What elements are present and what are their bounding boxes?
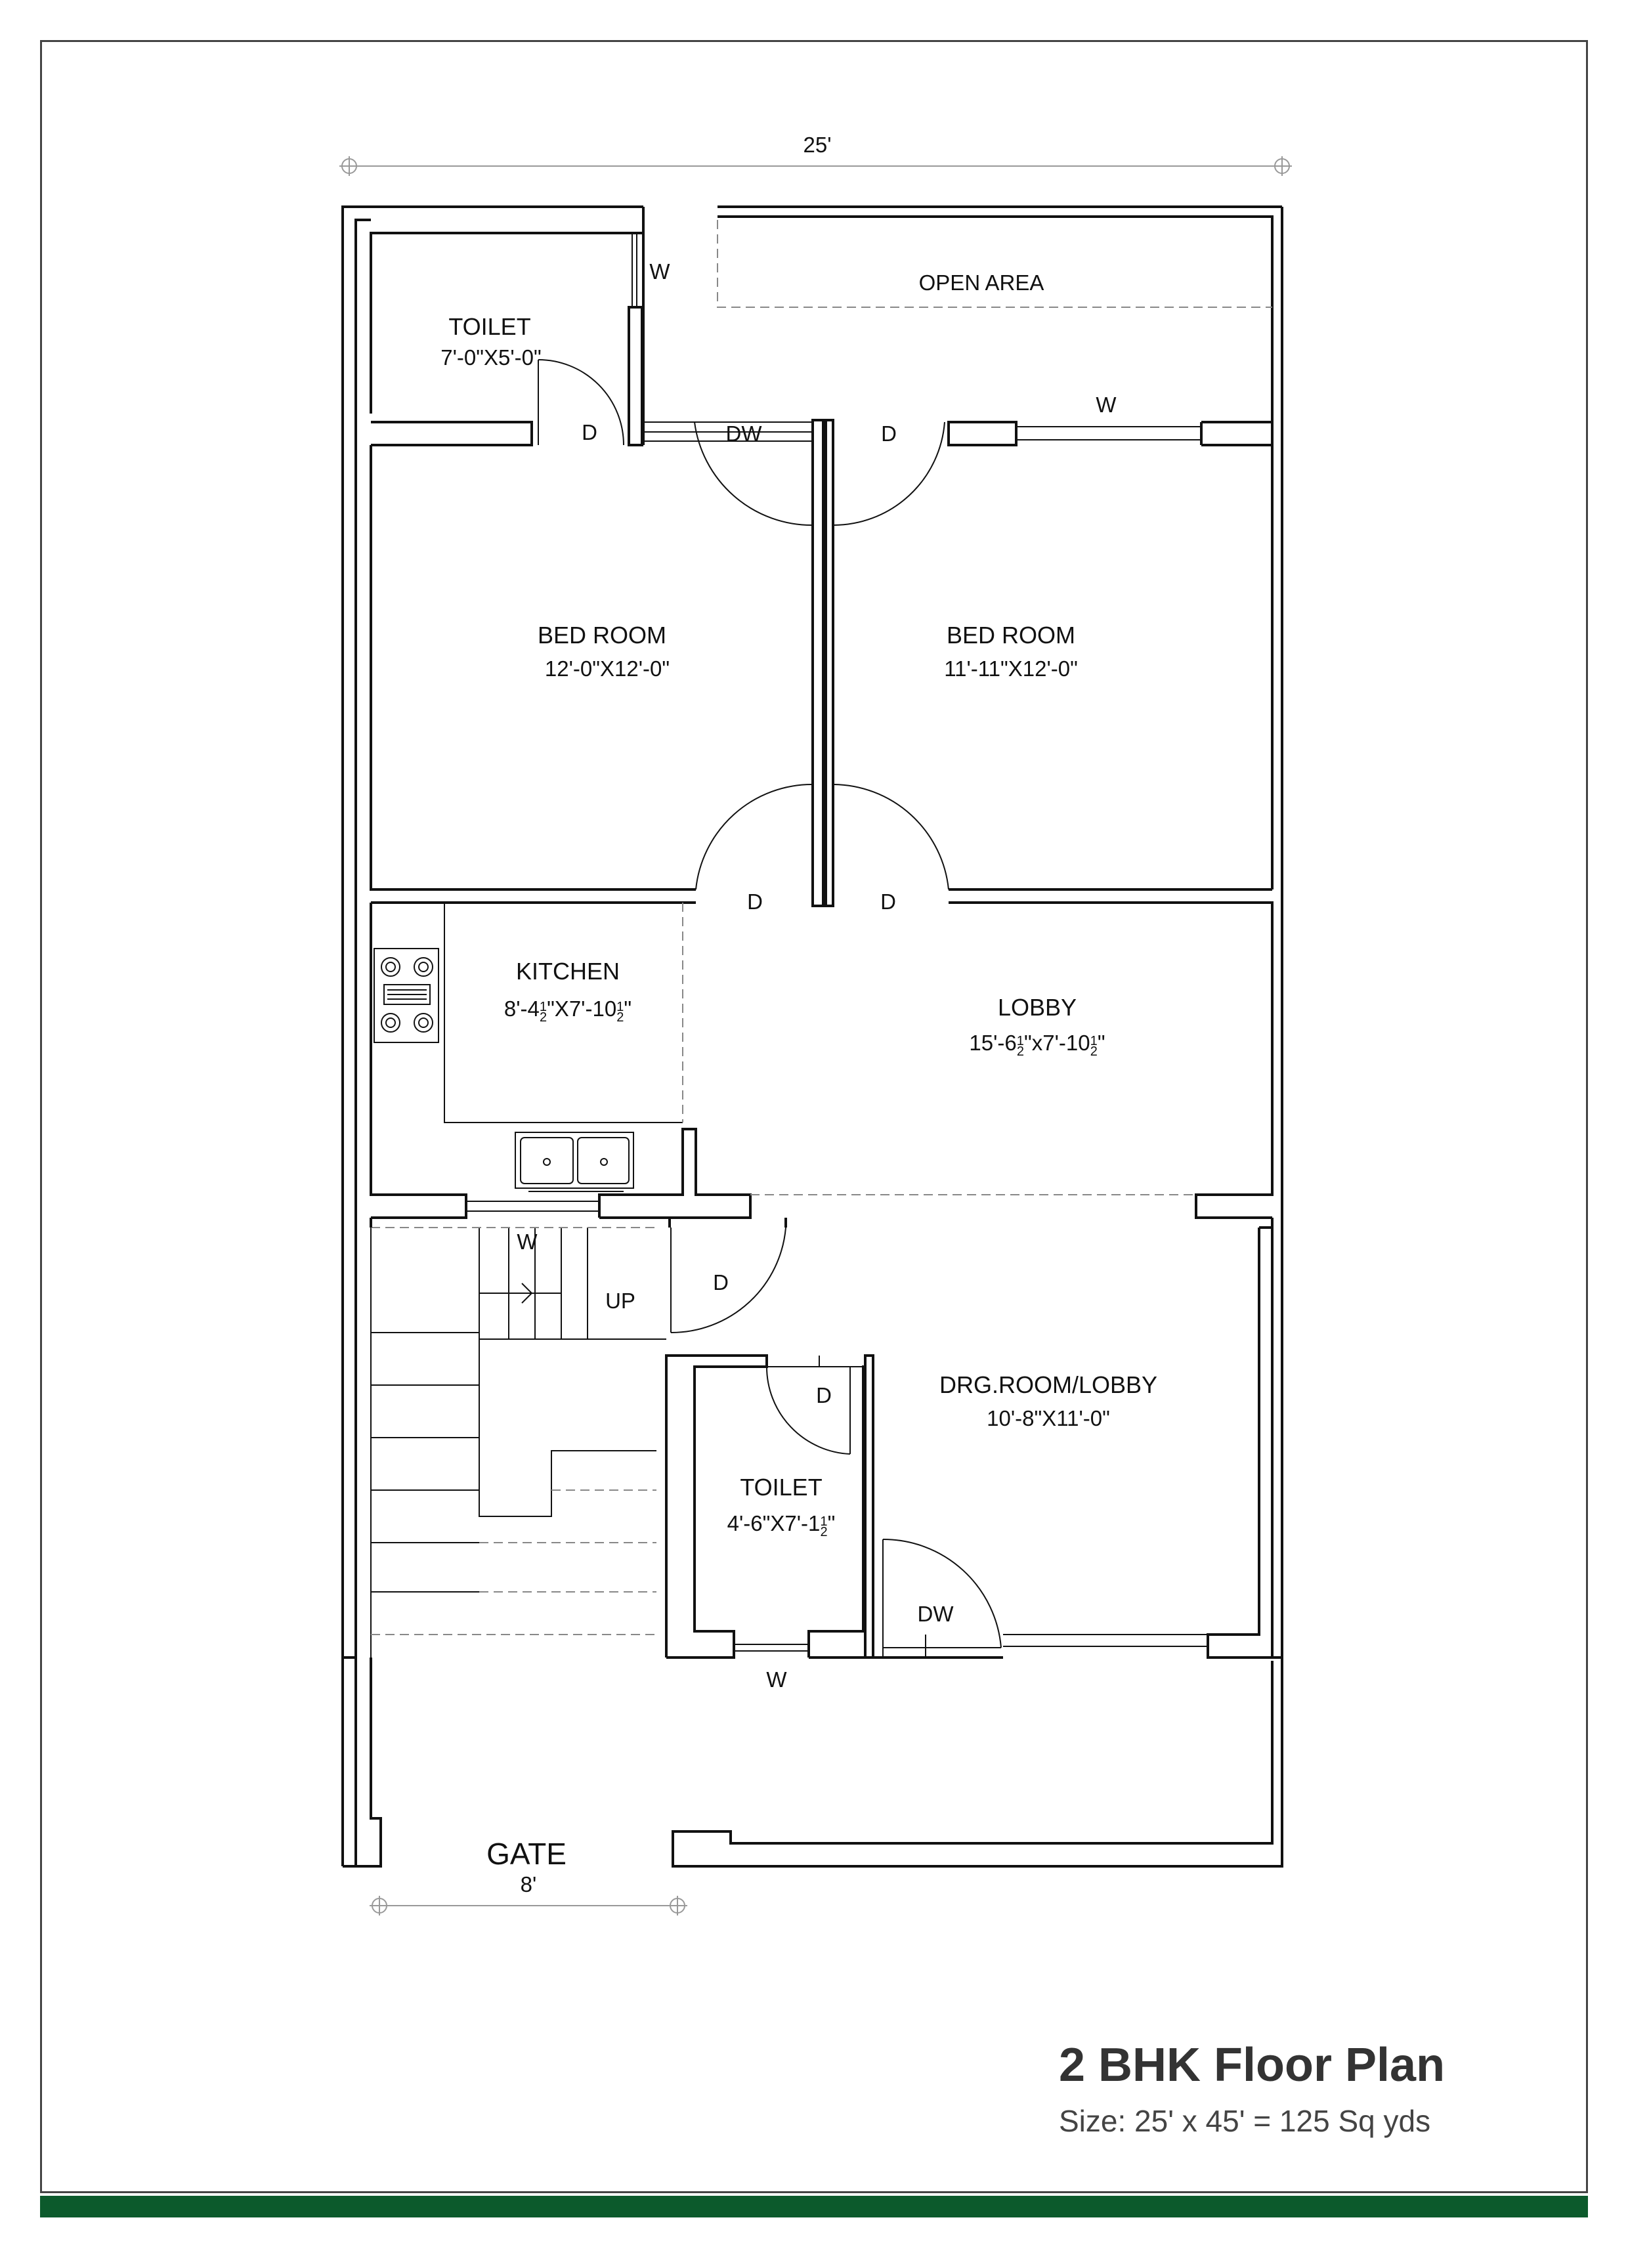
kitchen-name: KITCHEN	[516, 958, 620, 985]
outer-walls	[341, 205, 1283, 1868]
toilet-top-name: TOILET	[448, 313, 530, 340]
toilet-top-walls	[370, 207, 645, 446]
toilet-bottom-name: TOILET	[740, 1474, 822, 1501]
toilet-bottom-walls	[665, 1354, 1003, 1659]
stair-up-mark: UP	[605, 1289, 635, 1313]
bedroom-walls	[370, 419, 1274, 907]
staircase	[370, 1227, 666, 1658]
toilet-top-dim: 7'-0"X5'-0"	[440, 345, 541, 370]
drawing-room-dim: 10'-8"X11'-0"	[987, 1406, 1110, 1430]
kitchen-lobby-walls	[370, 901, 1274, 1219]
open-area-label: OPEN AREA	[919, 270, 1044, 295]
kitchen-stove	[374, 948, 439, 1043]
window-mark: W	[649, 259, 670, 284]
plan-title: 2 BHK Floor Plan	[1059, 2039, 1446, 2091]
overall-width-label: 25'	[803, 133, 831, 157]
gate-label: GATE	[486, 1837, 567, 1871]
gate-width-label: 8'	[521, 1872, 537, 1896]
door-mark: D	[747, 889, 763, 914]
bedroom-right-name: BED ROOM	[947, 622, 1075, 649]
door-mark: D	[816, 1383, 832, 1407]
overall-width-dimension	[339, 156, 1292, 176]
kitchen-sink	[515, 1132, 634, 1192]
door-mark: D	[881, 421, 897, 446]
door-mark: D	[713, 1270, 729, 1294]
open-area-outline	[717, 220, 1272, 308]
door-window-mark: DW	[918, 1602, 954, 1626]
drawing-room-name: DRG.ROOM/LOBBY	[939, 1371, 1157, 1398]
page-frame	[40, 40, 1588, 2193]
door-window-mark: DW	[726, 421, 763, 446]
door-mark: D	[880, 889, 896, 914]
bedroom-left-dim: 12'-0"X12'-0"	[545, 656, 670, 681]
lobby-name: LOBBY	[998, 994, 1077, 1021]
title-block: 2 BHK Floor Plan Size: 25' x 45' = 125 S…	[1059, 2042, 1445, 2139]
footer-accent-band	[40, 2196, 1588, 2217]
door-mark: D	[582, 420, 597, 444]
window-mark: W	[517, 1230, 538, 1254]
bedroom-right-dim: 11'-11"X12'-0"	[944, 656, 1078, 681]
bedroom-left-name: BED ROOM	[538, 622, 666, 649]
drawing-room-walls	[370, 1218, 1274, 1659]
plan-labels: 25' OPEN AREA TOILET 7'-0"X5'-0" BED ROO…	[440, 133, 1157, 1896]
window-mark: W	[1096, 393, 1117, 417]
plan-size: Size: 25' x 45' = 125 Sq yds	[1059, 2104, 1431, 2138]
window-mark: W	[766, 1667, 787, 1692]
gate-width-dimension	[370, 1896, 687, 1915]
